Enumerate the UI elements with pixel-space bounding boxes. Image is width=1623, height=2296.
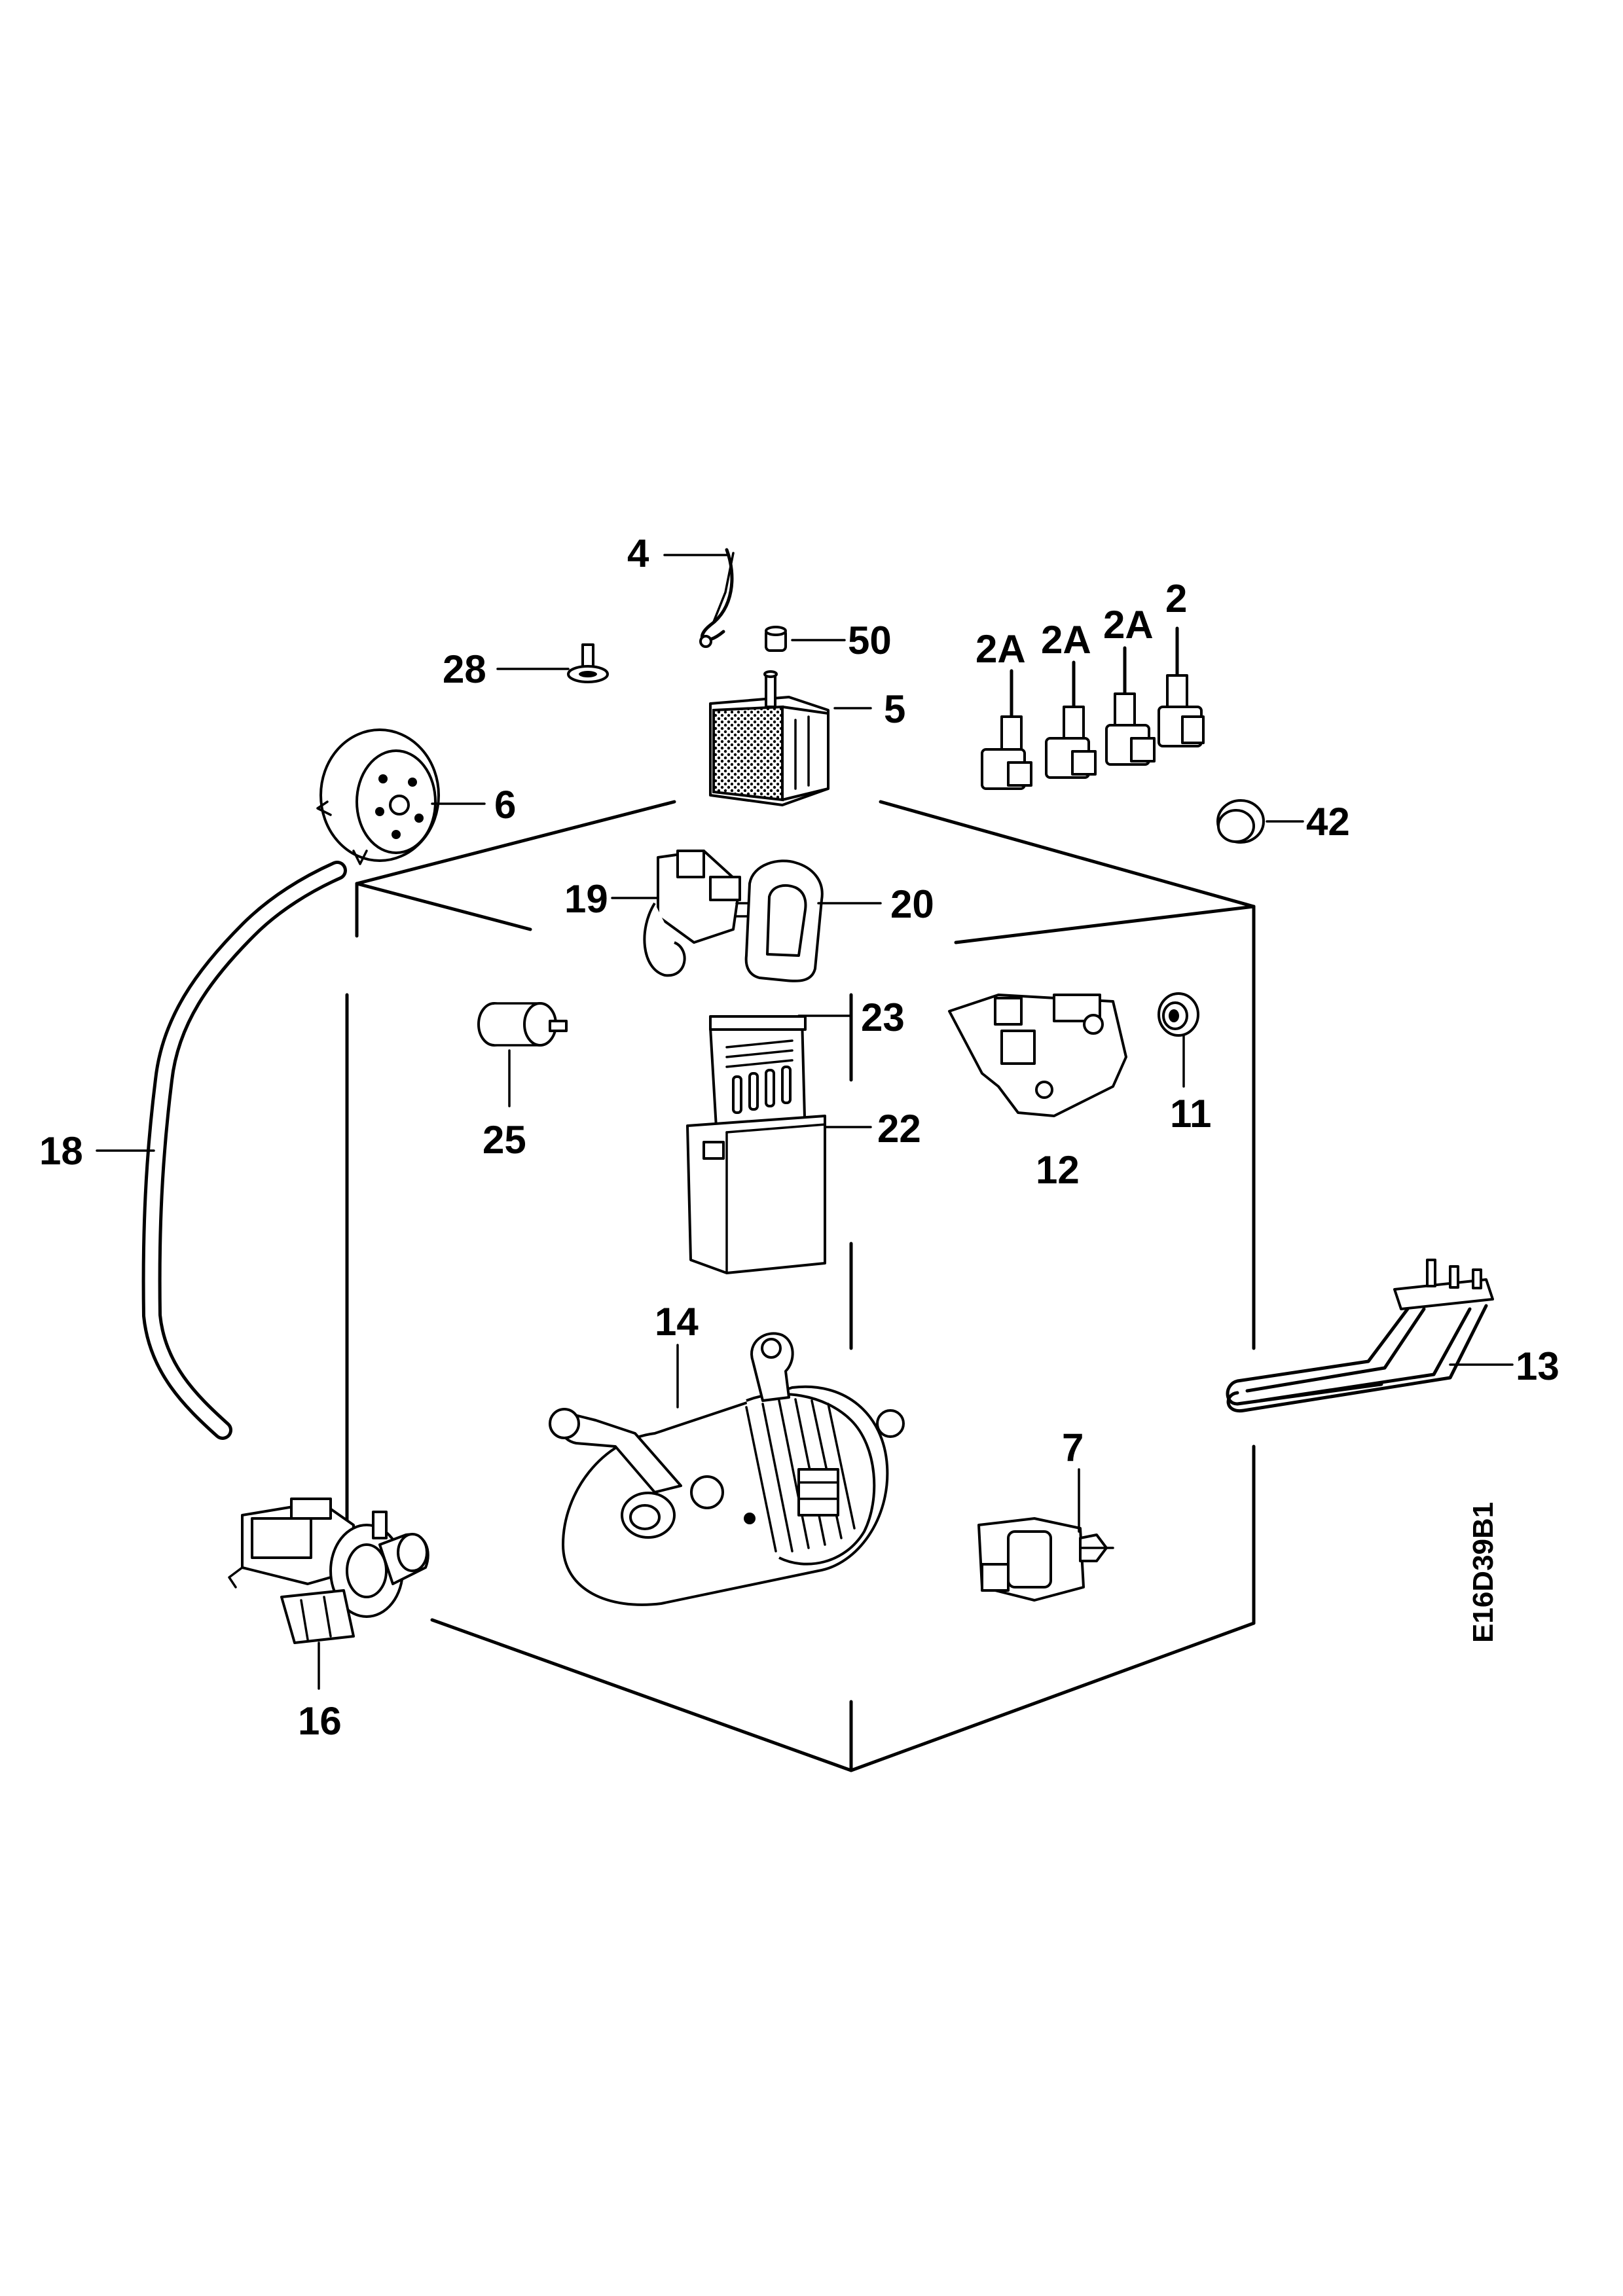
part-6-motor — [316, 728, 440, 865]
part-19-door-lock — [643, 850, 754, 977]
part-25-capacitor — [477, 1002, 568, 1047]
part-7-valve — [977, 1517, 1114, 1602]
part-13-heater — [1226, 1259, 1494, 1412]
label-18: 18 — [39, 1129, 83, 1173]
label-2a-2: 2A — [1041, 618, 1091, 662]
label-12: 12 — [1036, 1148, 1080, 1192]
part-16-pump — [228, 1498, 429, 1644]
label-2: 2 — [1165, 577, 1187, 620]
label-4: 4 — [627, 531, 649, 575]
label-6: 6 — [494, 783, 516, 827]
label-13: 13 — [1516, 1344, 1559, 1388]
part-42-grommet — [1216, 799, 1265, 844]
part-50-knob — [765, 626, 787, 652]
part-14-motor — [549, 1332, 905, 1606]
part-2a-switch-1 — [981, 669, 1032, 790]
label-7: 7 — [1062, 1426, 1084, 1469]
label-5: 5 — [884, 687, 905, 731]
label-42: 42 — [1306, 800, 1350, 844]
label-19: 19 — [564, 877, 608, 921]
label-14: 14 — [655, 1300, 699, 1344]
label-50: 50 — [848, 619, 892, 662]
label-25: 25 — [483, 1118, 526, 1162]
part-22-cover — [686, 1115, 826, 1274]
part-2-switch — [1158, 626, 1205, 747]
part-5-timer — [709, 670, 830, 806]
label-23: 23 — [861, 996, 905, 1039]
part-12-selector — [948, 994, 1127, 1117]
part-28-thermostat — [567, 643, 609, 683]
part-2a-switch-3 — [1105, 646, 1156, 766]
label-16: 16 — [298, 1699, 342, 1743]
part-20-gasket — [744, 859, 824, 982]
drawing-code: E16D39B1 — [1467, 1502, 1499, 1643]
part-4-wire — [699, 548, 735, 648]
label-28: 28 — [443, 647, 486, 691]
part-23-plate — [709, 1015, 807, 1143]
label-2a-1: 2A — [976, 627, 1026, 671]
part-11-bushing — [1158, 992, 1199, 1037]
label-11: 11 — [1170, 1092, 1211, 1136]
label-20: 20 — [890, 882, 934, 926]
part-2a-switch-2 — [1045, 660, 1097, 779]
label-22: 22 — [877, 1107, 921, 1151]
cabinet-outline — [345, 800, 1256, 1772]
label-2a-3: 2A — [1103, 603, 1154, 647]
part-18-hose — [141, 861, 347, 1440]
